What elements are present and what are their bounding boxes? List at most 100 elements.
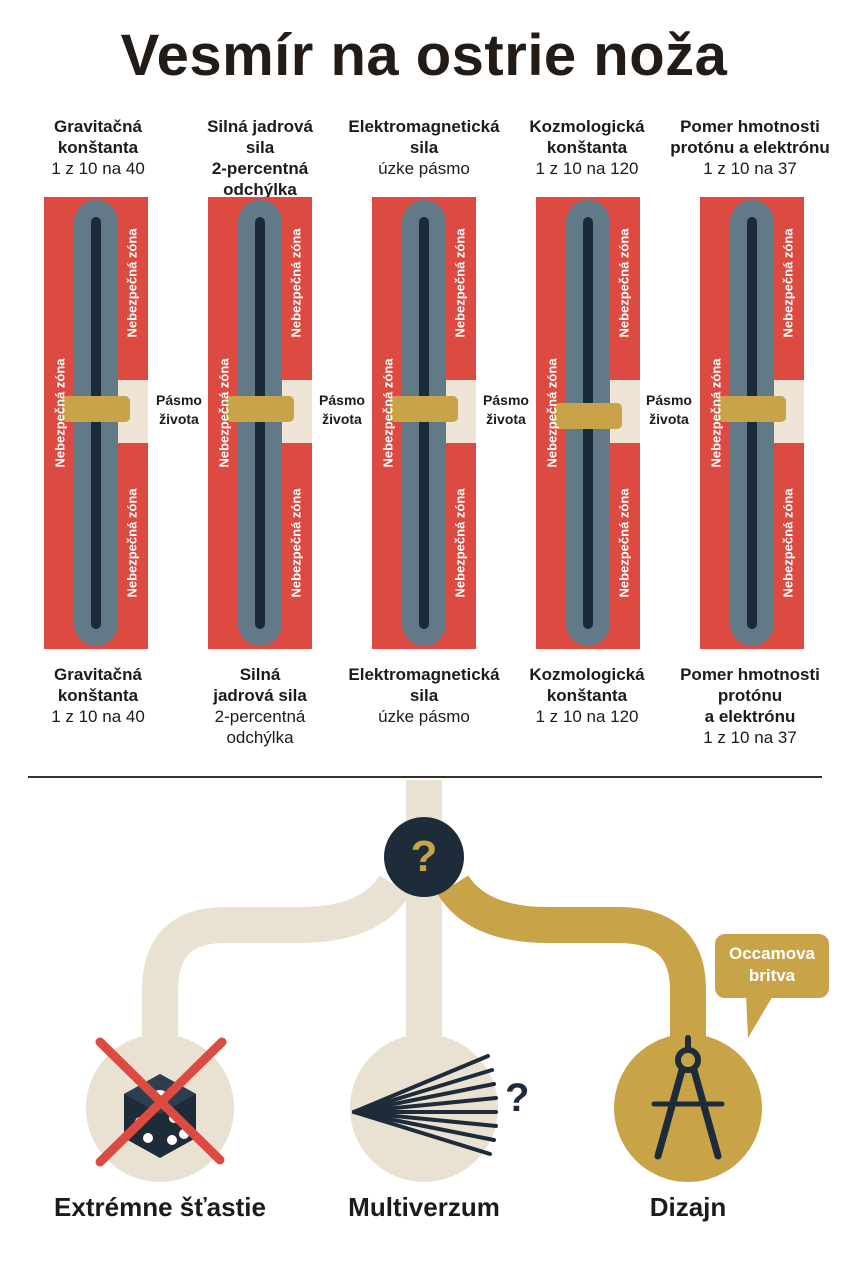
constant-name-line: Pomer hmotnosti	[680, 117, 820, 136]
callout-line: britva	[748, 966, 796, 985]
constant-name-line: Elektromagnetická	[348, 665, 500, 684]
constant-value-line: 1 z 10 na 37	[703, 159, 797, 178]
constant-label-top-3: Kozmologická konštanta 1 z 10 na 120	[502, 116, 672, 179]
constant-value-line: 1 z 10 na 120	[535, 707, 639, 726]
slider-slot	[419, 217, 429, 629]
constant-label-bottom-2: Elektromagnetická sila úzke pásmo	[339, 664, 509, 727]
danger-zone-label: Nebezpečná zóna	[708, 358, 724, 468]
constant-value-line: odchýlka	[226, 728, 294, 747]
life-band-line: života	[486, 411, 526, 427]
path-to-design	[437, 874, 706, 1045]
constant-name-line: Kozmologická	[529, 665, 645, 684]
diverging-lines-icon	[352, 1054, 498, 1156]
constant-label-top-1: Silná jadrová sila 2-percentná odchýlka	[175, 116, 345, 200]
constant-value-line: 1 z 10 na 37	[703, 728, 797, 747]
option-label-chance: Extrémne šťastie	[54, 1192, 266, 1222]
constant-name-line: sila	[409, 138, 439, 157]
slider-slot	[255, 217, 265, 629]
life-band-line: života	[322, 411, 362, 427]
callout-tail	[746, 994, 774, 1038]
danger-zone-label: Nebezpečná zóna	[780, 228, 796, 338]
design-circle	[614, 1034, 762, 1182]
constant-value-line: 1 z 10 na 40	[51, 707, 145, 726]
constant-name-line: jadrová sila	[213, 686, 307, 705]
constant-value-line: 1 z 10 na 120	[535, 159, 639, 178]
constant-label-bottom-4: Pomer hmotnosti protónu a elektrónu 1 z 10 …	[665, 664, 835, 748]
danger-zone-label: Nebezpečná zóna	[288, 228, 304, 338]
constant-name-line: Elektromagnetická	[348, 117, 500, 136]
constant-value-line: 2-percentná	[214, 707, 306, 726]
constant-name-line: protónu	[717, 686, 783, 705]
life-band-line: Pásmo	[646, 392, 692, 408]
danger-zone-label: Nebezpečná zóna	[380, 358, 396, 468]
life-band-label-0: Pásmo života	[149, 391, 209, 429]
question-icon: ?	[384, 817, 464, 897]
constant-value-line: úzke pásmo	[378, 707, 470, 726]
page-title: Vesmír na ostrie noža	[120, 23, 728, 88]
constant-name-line: Silná	[239, 665, 281, 684]
slider-knob[interactable]	[226, 396, 294, 422]
constant-value-line: 1 z 10 na 40	[51, 159, 145, 178]
life-band-line: Pásmo	[483, 392, 529, 408]
danger-zone-label: Nebezpečná zóna	[288, 488, 304, 598]
danger-zone-label: Nebezpečná zóna	[616, 228, 632, 338]
constant-name-line: konštanta	[546, 138, 628, 157]
callout-line: Occamova	[729, 944, 815, 963]
life-band-line: života	[649, 411, 689, 427]
slider-knob[interactable]	[390, 396, 458, 422]
constant-name-line: Gravitačná	[54, 665, 142, 684]
path-to-chance	[142, 874, 411, 1045]
life-band-label-3: Pásmo života	[639, 391, 699, 429]
constant-name-line: odchýlka	[223, 180, 297, 199]
constant-name-line: sila	[245, 138, 275, 157]
constant-label-bottom-1: Silná jadrová sila 2-percentná odchýlka	[175, 664, 345, 748]
danger-zone-label: Nebezpečná zóna	[452, 228, 468, 338]
slider-slot	[91, 217, 101, 629]
constant-label-bottom-3: Kozmologická konštanta 1 z 10 na 120	[502, 664, 672, 727]
life-band-label-1: Pásmo života	[312, 391, 372, 429]
danger-zone-label: Nebezpečná zóna	[544, 358, 560, 468]
life-band-line: života	[159, 411, 199, 427]
slider-slot	[747, 217, 757, 629]
life-band-label-2: Pásmo života	[476, 391, 536, 429]
constant-name-line: sila	[409, 686, 439, 705]
constant-label-bottom-0: Gravitačná konštanta 1 z 10 na 40	[13, 664, 183, 727]
slider-knob[interactable]	[554, 403, 622, 429]
danger-zone-label: Nebezpečná zóna	[52, 358, 68, 468]
danger-zone-label: Nebezpečná zóna	[124, 488, 140, 598]
constant-name-line: Pomer hmotnosti	[680, 665, 820, 684]
occam-callout: Occamova britva	[715, 934, 829, 998]
danger-zone-label: Nebezpečná zóna	[780, 488, 796, 598]
constant-name-line: Silná jadrová	[207, 117, 313, 136]
slider-knob[interactable]	[718, 396, 786, 422]
danger-zone-label: Nebezpečná zóna	[452, 488, 468, 598]
constant-name-line: Gravitačná	[54, 117, 142, 136]
option-label-multiverse: Multiverzum	[348, 1192, 500, 1222]
constant-name-line: Kozmologická	[529, 117, 645, 136]
section-divider	[28, 776, 822, 778]
constant-name-line: a elektrónu	[704, 707, 796, 726]
life-band-line: Pásmo	[156, 392, 202, 408]
constant-label-top-0: Gravitačná konštanta 1 z 10 na 40	[13, 116, 183, 179]
compass-icon	[651, 1035, 725, 1160]
danger-zone-label: Nebezpečná zóna	[616, 488, 632, 598]
constant-name-line: konštanta	[546, 686, 628, 705]
constant-name-line: konštanta	[57, 138, 139, 157]
slider-knob[interactable]	[62, 396, 130, 422]
danger-zone-label: Nebezpečná zóna	[124, 228, 140, 338]
crossed-dice-icon	[95, 1037, 227, 1167]
danger-zone-label: Nebezpečná zóna	[216, 358, 232, 468]
constant-name-line: protónu a elektrónu	[670, 138, 830, 157]
multiverse-question-mark: ?	[505, 1076, 530, 1120]
constant-label-top-4: Pomer hmotnosti protónu a elektrónu 1 z 10…	[665, 116, 835, 179]
option-label-design: Dizajn	[649, 1192, 727, 1222]
constant-name-line: konštanta	[57, 686, 139, 705]
life-band-line: Pásmo	[319, 392, 365, 408]
constant-name-line: 2-percentná	[211, 159, 309, 178]
